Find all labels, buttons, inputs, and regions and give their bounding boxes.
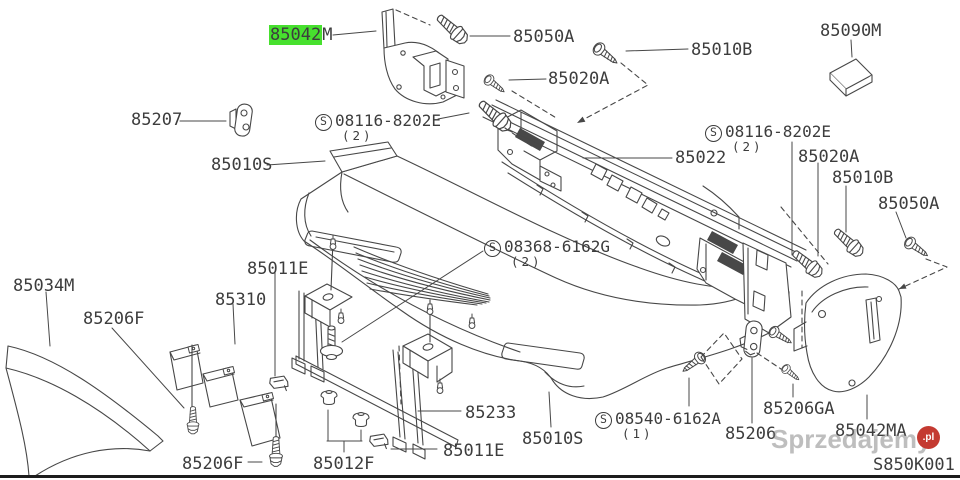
corner-panel-85034m xyxy=(5,345,164,477)
part-label-85310-15: 85310 xyxy=(215,290,267,310)
circled-s-icon: S xyxy=(484,240,501,257)
bumper-stay-right xyxy=(392,333,453,460)
part-label-85020A-10: 85020A xyxy=(798,147,860,167)
rear-bumper-fascia-85010s xyxy=(295,141,770,399)
bracket-85042ma xyxy=(793,273,902,393)
reinforcement-beam-85022 xyxy=(482,99,807,318)
part-label-85020A-3: 85020A xyxy=(548,69,610,89)
part-quantity: (2) xyxy=(732,139,764,154)
stay-bar-85233 xyxy=(295,355,459,448)
washer-bolt-icon xyxy=(319,325,344,361)
part-label-85010S-19: 85010S xyxy=(522,429,584,449)
bumper-corner-panel xyxy=(742,242,792,334)
part-label-85050A-12: 85050A xyxy=(878,194,940,214)
diagram-code: S850K001 xyxy=(873,455,955,475)
part-quantity: (1) xyxy=(622,426,654,441)
circled-s-icon: S xyxy=(595,412,612,429)
spacer-85090m xyxy=(829,58,873,97)
fastener-axis-lines xyxy=(191,239,431,450)
finisher-strip-85310 xyxy=(169,344,281,447)
part-quantity: (2) xyxy=(511,254,543,269)
part-label-85010B-11: 85010B xyxy=(832,168,894,188)
bumper-stay-left xyxy=(291,283,353,383)
circled-s-icon: S xyxy=(315,114,332,131)
part-label-85042M-0: 85042M xyxy=(269,25,333,45)
part-label-85207-5: 85207 xyxy=(131,110,183,130)
circled-s-icon: S xyxy=(705,125,722,142)
part-label-85042MA-23: 85042MA xyxy=(835,421,907,441)
part-label-85090M-4: 85090M xyxy=(820,21,882,41)
part-label-85206GA-21: 85206GA xyxy=(763,399,835,419)
watermark-text: Sprzedajemy xyxy=(771,424,932,454)
highlighted-part-number: 85042 xyxy=(269,25,323,45)
alignment-dashed-lines xyxy=(395,9,948,405)
part-label-85050A-1: 85050A xyxy=(513,27,575,47)
part-label-85010B-2: 85010B xyxy=(691,40,753,60)
part-label-85206F-24: 85206F xyxy=(182,454,244,474)
bottom-border-line xyxy=(0,475,960,478)
watermark-pl-logo: .pl xyxy=(917,426,940,449)
leader-lines xyxy=(45,30,907,463)
part-label-85034M-16: 85034M xyxy=(13,276,75,296)
part-quantity: (2) xyxy=(342,128,374,143)
part-label-85010S-7: 85010S xyxy=(211,155,273,175)
part-label-85233-18: 85233 xyxy=(465,403,517,423)
bracket-85207 xyxy=(229,103,253,137)
part-label-85206-22: 85206 xyxy=(725,424,777,444)
part-label-85011E-26: 85011E xyxy=(443,441,505,461)
part-label-85011E-14: 85011E xyxy=(247,259,309,279)
bracket-85042m xyxy=(381,8,465,105)
part-label-85022-8: 85022 xyxy=(675,148,727,168)
part-label-85012F-25: 85012F xyxy=(313,454,375,474)
part-label-85206F-17: 85206F xyxy=(83,309,145,329)
clip-85206 xyxy=(739,320,763,358)
